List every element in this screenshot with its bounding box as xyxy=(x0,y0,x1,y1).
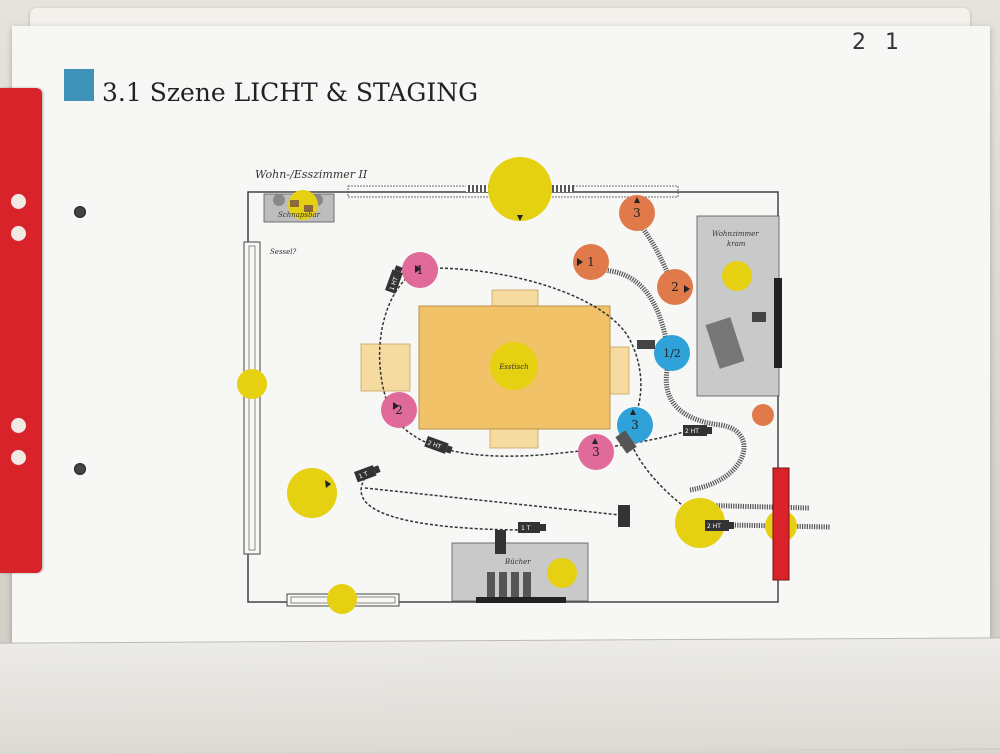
sessel-label: Sessel? xyxy=(270,248,297,256)
svg-text:3: 3 xyxy=(631,418,639,432)
svg-text:1: 1 xyxy=(416,263,424,277)
camera-icon xyxy=(637,340,655,349)
camera-icon: 2 HT xyxy=(424,436,453,454)
schnapsbar-label: Schnapsbar xyxy=(278,211,321,219)
yellow-spot xyxy=(547,558,577,588)
pink-spot-3 xyxy=(578,434,614,470)
svg-text:3: 3 xyxy=(633,206,641,220)
svg-text:1 HT: 1 HT xyxy=(389,276,400,292)
wohnzimmer-furniture xyxy=(696,215,780,397)
yellow-spot xyxy=(327,584,357,614)
buecher-label: Bücher xyxy=(504,558,531,566)
pink-spot-2 xyxy=(381,392,417,428)
camera-path xyxy=(360,477,531,531)
corner-note: 2 1 xyxy=(852,30,905,55)
yellow-spot xyxy=(675,498,725,548)
svg-text:3: 3 xyxy=(592,445,600,459)
kram-label: kram xyxy=(727,240,746,248)
camera-path xyxy=(364,487,621,516)
binder-hole xyxy=(74,206,86,218)
camera-icon: 2 HT xyxy=(683,425,712,436)
blue-spot-1-2 xyxy=(654,335,690,371)
svg-text:1: 1 xyxy=(587,255,595,269)
camera-icon: 1 T xyxy=(518,522,546,533)
camera-icon xyxy=(615,430,637,454)
camera-icon: 1 HT xyxy=(385,265,403,294)
red-stage-bar xyxy=(772,467,790,581)
camera-icon xyxy=(495,530,506,554)
tab-hole xyxy=(11,450,26,465)
tab-hole xyxy=(11,418,26,433)
rail-track xyxy=(597,267,671,351)
binder-hole xyxy=(74,463,86,475)
camera-path xyxy=(629,439,716,526)
svg-text:2 HT: 2 HT xyxy=(426,440,442,451)
svg-text:1 T: 1 T xyxy=(358,470,370,480)
svg-text:1 T: 1 T xyxy=(521,525,531,532)
orange-spot-3 xyxy=(619,195,655,231)
title-marker xyxy=(64,69,94,101)
yellow-spot xyxy=(237,369,267,399)
pink-spot-1 xyxy=(402,252,438,288)
svg-text:2 HT: 2 HT xyxy=(707,523,721,530)
yellow-spot xyxy=(490,342,538,390)
tab-hole xyxy=(11,226,26,241)
esstisch-label: Esstisch xyxy=(498,363,528,371)
camera-icon: 1 T xyxy=(354,465,381,483)
orange-spot xyxy=(752,404,774,426)
page-title: 3.1 Szene LICHT & STAGING xyxy=(102,78,479,107)
orange-spot-2 xyxy=(657,269,693,305)
foreground-sheet xyxy=(0,637,1000,754)
svg-text:1/2: 1/2 xyxy=(663,347,681,360)
yellow-spot xyxy=(287,468,337,518)
camera-icon: 2 HT xyxy=(705,520,734,531)
svg-text:2: 2 xyxy=(395,403,403,417)
room-label: Wohn-/Esszimmer II xyxy=(255,168,368,181)
yellow-spot xyxy=(288,190,318,220)
tab-hole xyxy=(11,194,26,209)
wohnzimmer-label: Wohnzimmer xyxy=(712,230,759,238)
orange-spot-1 xyxy=(573,244,609,280)
svg-text:2: 2 xyxy=(671,280,679,294)
chair xyxy=(360,343,411,392)
red-divider-tab xyxy=(0,88,42,573)
svg-text:2 HT: 2 HT xyxy=(685,428,699,435)
camera-icon xyxy=(618,505,630,527)
yellow-spot xyxy=(488,157,552,221)
yellow-spot xyxy=(722,261,752,291)
